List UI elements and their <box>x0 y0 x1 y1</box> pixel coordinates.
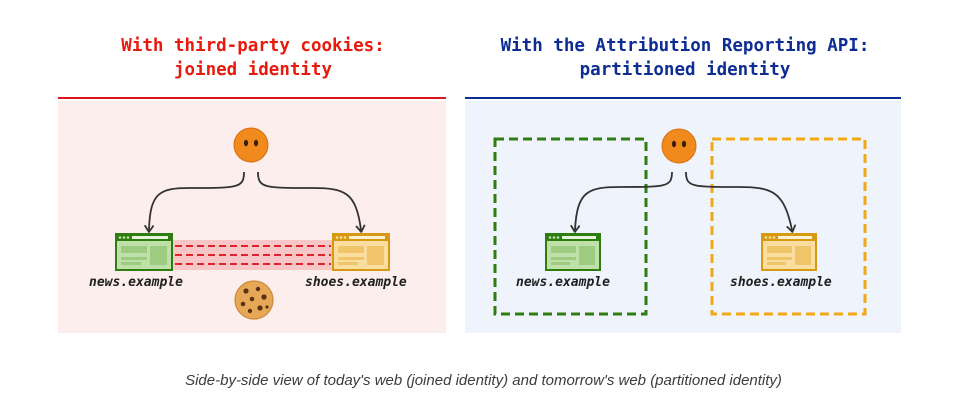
left-arrow-to-shoes <box>257 171 366 233</box>
browser-window-icon <box>545 233 601 271</box>
browser-window-icon <box>115 233 173 271</box>
left-title: With third-party cookies: joined identit… <box>121 36 385 80</box>
right-news-label: news.example <box>516 275 610 290</box>
left-shoes-label: shoes.example <box>305 275 407 290</box>
left-divider <box>58 97 446 99</box>
news-partition-boundary <box>493 137 648 316</box>
joined-identity-link <box>173 240 333 270</box>
left-news-label: news.example <box>89 275 183 290</box>
right-divider <box>465 97 901 99</box>
cookie-icon <box>234 280 274 320</box>
figure-caption: Side-by-side view of today's web (joined… <box>185 372 782 389</box>
shoes-partition-boundary <box>710 137 867 316</box>
right-shoes-label: shoes.example <box>730 275 832 290</box>
face-icon <box>233 127 269 163</box>
face-icon <box>661 128 697 164</box>
browser-window-icon <box>761 233 817 271</box>
left-arrow-to-news <box>144 171 245 233</box>
right-arrow-to-news <box>570 171 673 233</box>
right-title: With the Attribution Reporting API: part… <box>500 36 870 80</box>
browser-window-icon <box>332 233 390 271</box>
right-arrow-to-shoes <box>685 171 797 233</box>
